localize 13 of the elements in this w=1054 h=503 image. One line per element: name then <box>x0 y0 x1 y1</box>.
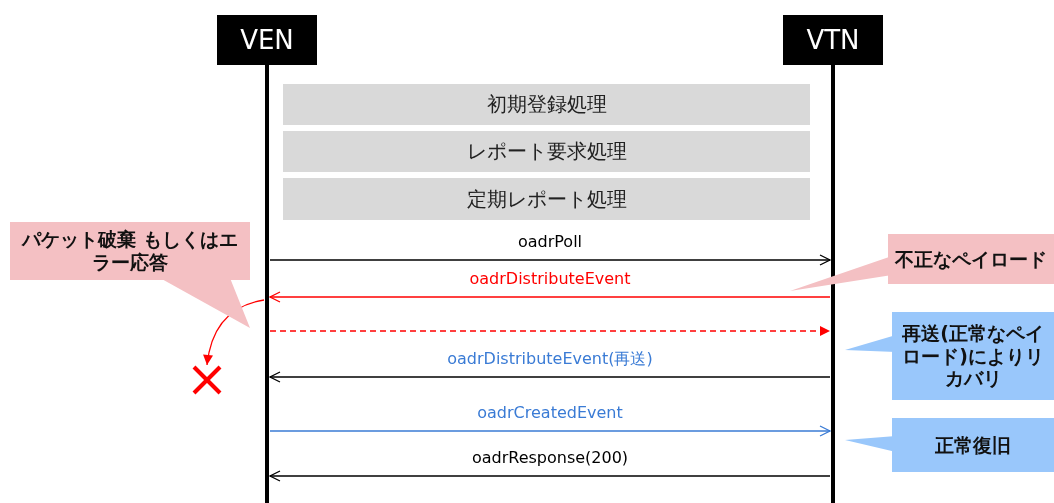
process-band: レポート要求処理 <box>283 131 810 172</box>
arrow <box>269 291 831 303</box>
arrow <box>269 470 831 482</box>
arrow <box>203 299 265 366</box>
lifeline-header: VTN <box>783 15 883 65</box>
process-band: 初期登録処理 <box>283 84 810 125</box>
cross-icon <box>192 365 222 395</box>
arrow <box>269 326 831 336</box>
process-band: 定期レポート処理 <box>283 178 810 220</box>
arrow <box>269 371 831 383</box>
lifeline-header: VEN <box>217 15 317 65</box>
arrow <box>269 425 831 437</box>
arrow <box>269 254 831 266</box>
